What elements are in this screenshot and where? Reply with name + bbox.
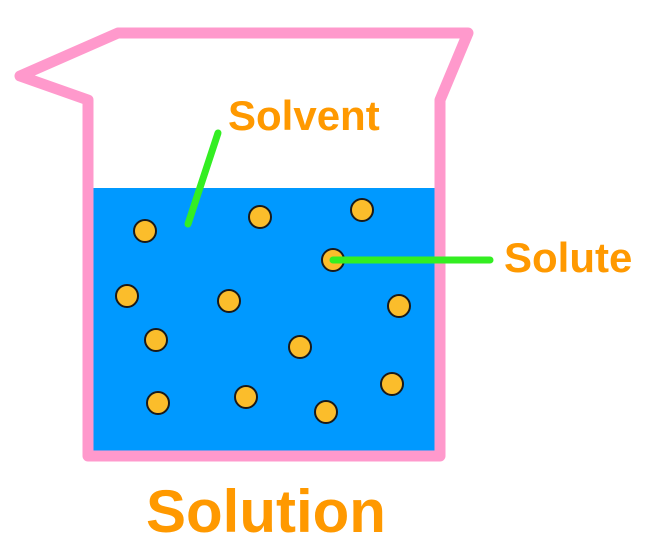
beaker-outline bbox=[14, 27, 474, 462]
solute-particle bbox=[314, 400, 338, 424]
solute-particle bbox=[144, 328, 168, 352]
solute-particle bbox=[115, 284, 139, 308]
solvent-label: Solvent bbox=[228, 92, 380, 139]
solute-label: Solute bbox=[504, 234, 632, 281]
solute-particle bbox=[350, 198, 374, 222]
solute-particle bbox=[380, 372, 404, 396]
solute-particle bbox=[146, 391, 170, 415]
solute-particle bbox=[234, 385, 258, 409]
solute-particle bbox=[133, 219, 157, 243]
diagram-title: Solution bbox=[146, 478, 386, 545]
solute-particle bbox=[248, 205, 272, 229]
solute-particle bbox=[387, 294, 411, 318]
solute-particle bbox=[217, 289, 241, 313]
solute-particles bbox=[115, 198, 411, 424]
solvent-pointer-line bbox=[184, 129, 222, 228]
solute-particle bbox=[288, 335, 312, 359]
